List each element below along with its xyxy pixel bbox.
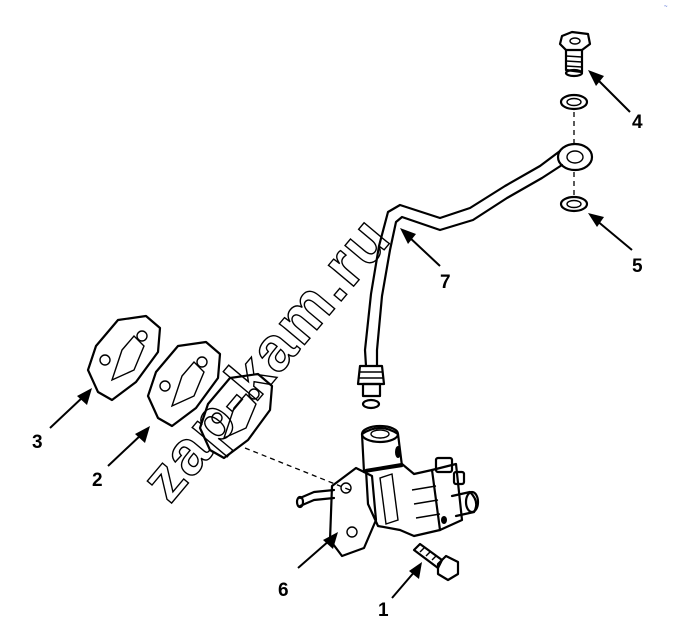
gasket-alignment-line (244, 447, 351, 491)
svg-text:5: 5 (632, 256, 643, 277)
corner-mark: ~ (664, 4, 668, 10)
callout-7: 7 (400, 228, 451, 293)
upper-sealing-washer (559, 93, 589, 111)
svg-text:7: 7 (440, 272, 451, 293)
svg-text:4: 4 (632, 112, 643, 133)
svg-text:3: 3 (32, 432, 43, 453)
callout-5: 5 (588, 213, 643, 277)
svg-text:1: 1 (378, 600, 389, 621)
inner-gasket (198, 372, 274, 460)
middle-gasket (146, 340, 222, 428)
fuel-transfer-pump (295, 424, 480, 558)
cap-screw (412, 542, 460, 582)
callout-2: 2 (92, 426, 150, 491)
fuel-line (356, 142, 594, 410)
outer-gasket (86, 314, 162, 402)
svg-text:6: 6 (278, 580, 289, 601)
svg-text:2: 2 (92, 470, 103, 491)
callout-1: 1 (378, 562, 422, 621)
callout-4: 4 (588, 70, 643, 133)
callout-3: 3 (32, 388, 92, 453)
svg-text:zap-kam.ru: zap-kam.ru (128, 204, 404, 514)
callout-6: 6 (278, 532, 338, 601)
watermark: zap-kam.ru (127, 203, 405, 515)
banjo-bolt (558, 30, 592, 78)
lower-sealing-washer (559, 195, 589, 213)
